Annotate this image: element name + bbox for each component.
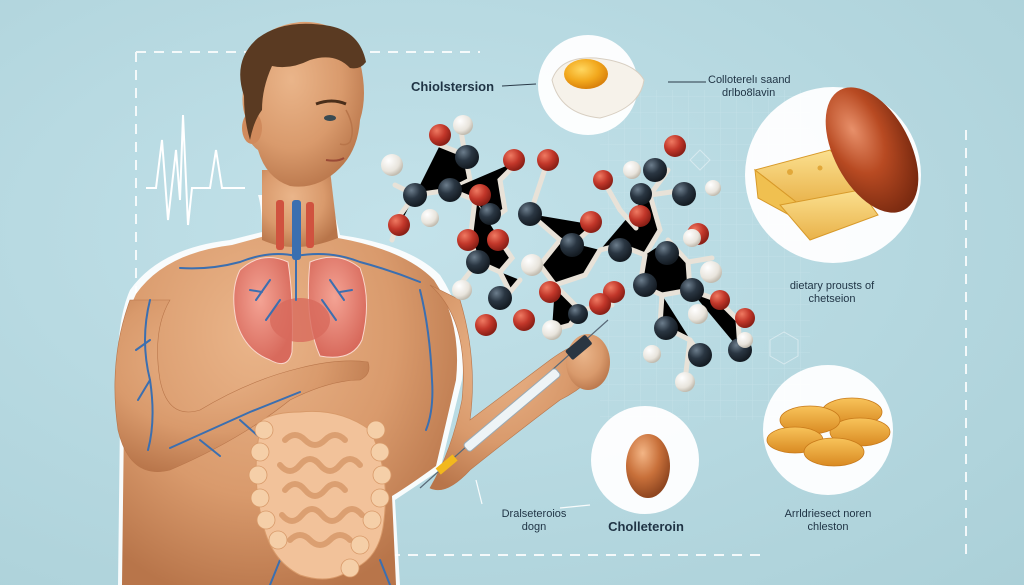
label-dietary-products: dietary prousts of chetseion	[752, 280, 912, 306]
label-line-1: Arrldriesect noren	[784, 508, 872, 520]
syringe	[419, 319, 609, 489]
label-cholesterol-top: Chiolstersion	[411, 79, 495, 94]
cheese-and-capsule-plate	[745, 87, 921, 263]
human-figure	[114, 21, 610, 585]
label-line-1: dietary prousts of	[789, 280, 875, 292]
label-line-2: chleston	[807, 521, 849, 533]
label-bread-cholesterol: Arrldriesect noren chleston	[760, 508, 896, 534]
bread-slices-plate	[763, 365, 893, 495]
blood-vessels	[135, 249, 434, 585]
label-line-2: drlbo8lavin	[722, 87, 776, 99]
intestines	[248, 410, 392, 580]
label-line-2: dogn	[521, 521, 547, 533]
left-lung	[233, 257, 293, 365]
label-cholesterol-egg: Cholleteroin	[608, 519, 684, 534]
label-line-2: chetseion	[808, 293, 856, 305]
heartbeat-line	[146, 114, 245, 226]
brown-egg-plate	[591, 406, 699, 514]
label-line-1: Colloterelı saand	[708, 74, 791, 86]
label-cholesterol-riboflavin: Colloterelı saand drlbo8lavin	[708, 74, 791, 100]
leader-lines	[501, 81, 706, 87]
boiled-egg-plate	[538, 35, 645, 135]
label-syringe-dose: Dralseteroios dogn	[484, 508, 584, 534]
label-line-1: Dralseteroios	[501, 508, 567, 520]
cholesterol-molecule-model	[381, 115, 755, 392]
